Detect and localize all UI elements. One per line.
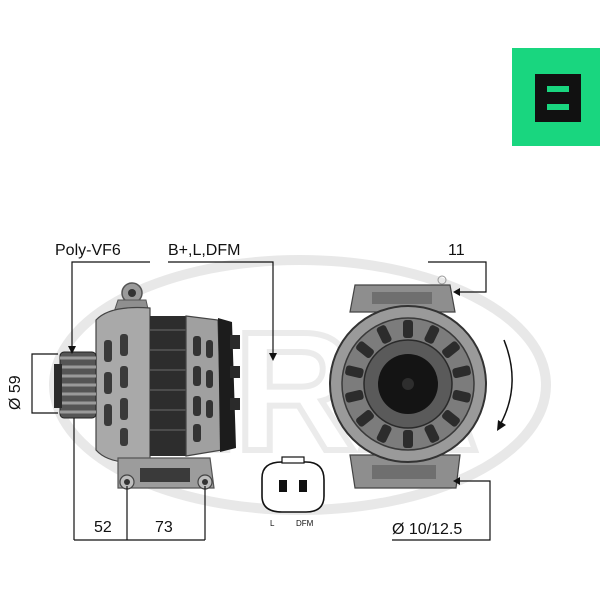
connector-pin-dfm: [299, 480, 307, 492]
alternator-front-view: [329, 284, 487, 489]
rear-housing-vents: [193, 336, 213, 442]
cooling-slot: [376, 424, 392, 443]
label-bolt: 11: [448, 242, 465, 259]
cooling-slot: [403, 430, 413, 448]
cooling-slot: [424, 325, 440, 344]
rotation-arrow-icon: [497, 339, 513, 431]
front-cooling-slots: [345, 320, 471, 448]
label-width-left: 52: [94, 519, 112, 536]
label-width-right: 73: [155, 519, 173, 536]
cooling-slot: [356, 341, 374, 359]
cooling-slot: [452, 389, 471, 403]
pulley: [54, 351, 97, 419]
label-diameter: Ø 59: [7, 375, 24, 410]
connector-label-l: L: [270, 519, 275, 528]
cooling-slot: [452, 365, 471, 379]
cooling-slot: [424, 424, 440, 443]
cooling-slot: [442, 409, 460, 427]
cooling-slot: [345, 389, 364, 403]
cooling-slot: [442, 341, 460, 359]
alternator-side-view: [54, 282, 240, 490]
cooling-slot: [376, 325, 392, 344]
label-belt: Poly-VF6: [55, 242, 121, 259]
cooling-slot: [345, 365, 364, 379]
connector-label-dfm: DFM: [296, 519, 314, 528]
label-bore: Ø 10/12.5: [392, 521, 462, 538]
era-e-icon: [535, 74, 581, 122]
cooling-slot: [356, 409, 374, 427]
connector-diagram: L DFM: [261, 456, 325, 528]
brand-badge: [512, 48, 600, 146]
cooling-slot: [403, 320, 413, 338]
front-housing-vents: [104, 334, 128, 446]
label-terminals: B+,L,DFM: [168, 242, 240, 259]
connector-pin-l: [279, 480, 287, 492]
